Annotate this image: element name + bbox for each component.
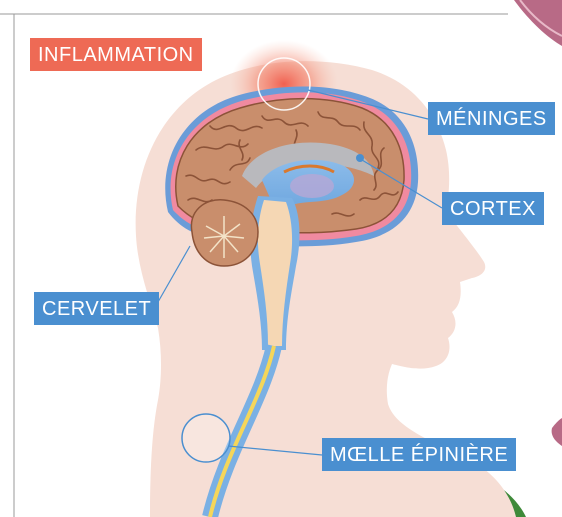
label-cortex: CORTEX xyxy=(442,192,544,225)
petal-decoration xyxy=(552,418,562,446)
label-meninges: MÉNINGES xyxy=(428,102,555,135)
spinal-cord-marker xyxy=(182,414,230,462)
label-inflammation: INFLAMMATION xyxy=(30,38,202,71)
label-cervelet: CERVELET xyxy=(34,292,159,325)
corner-flower-decoration xyxy=(514,0,562,46)
label-moelle-epiniere: MŒLLE ÉPINIÈRE xyxy=(322,438,516,471)
